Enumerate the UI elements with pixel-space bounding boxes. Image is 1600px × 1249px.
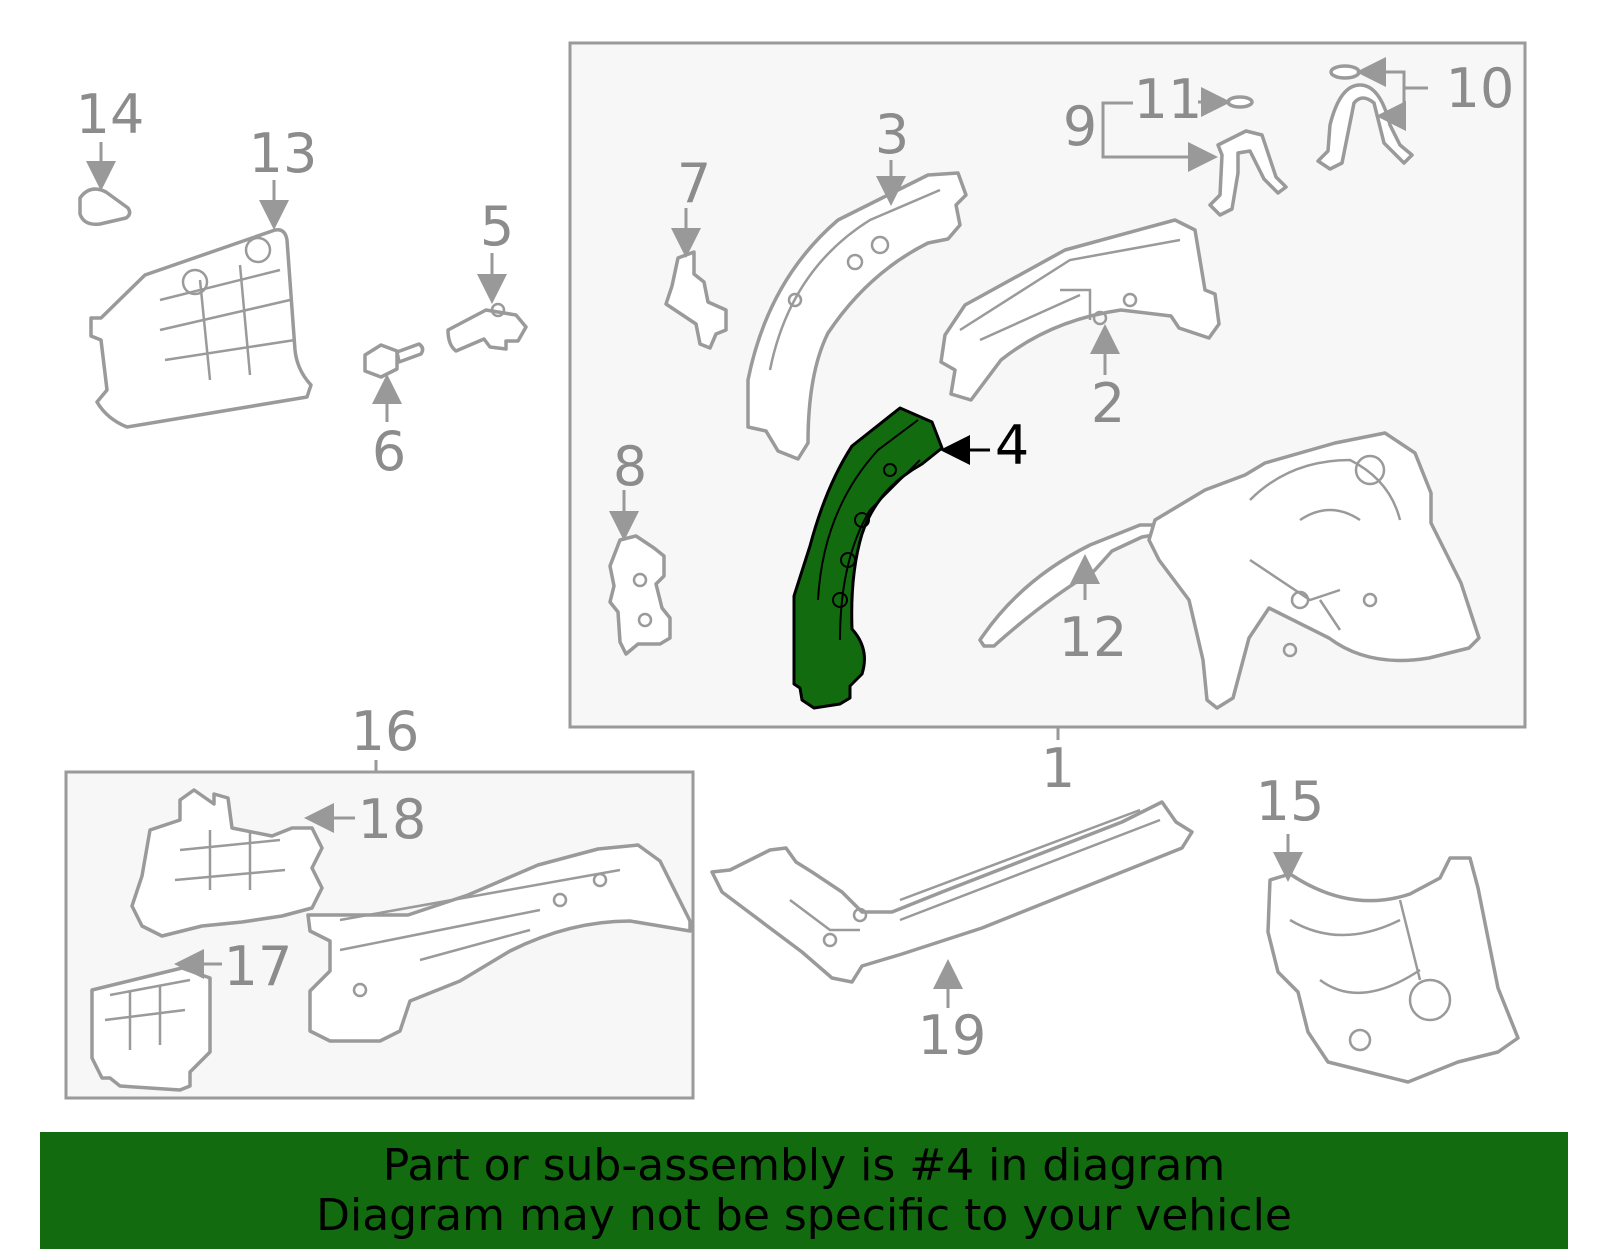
part-4-highlighted	[792, 406, 990, 710]
part-14-clip	[78, 142, 132, 227]
part-18-bracket	[130, 788, 355, 938]
callout-18: 18	[358, 788, 427, 851]
part-6-bolt	[363, 342, 425, 422]
part-8-bracket	[608, 490, 672, 656]
callout-12: 12	[1059, 606, 1128, 669]
part-2-upper-rail	[939, 218, 1221, 402]
part-15-panel	[1266, 834, 1520, 1084]
callout-3: 3	[875, 103, 909, 166]
callout-5: 5	[480, 195, 514, 258]
callout-8: 8	[613, 435, 647, 498]
part-16-member	[306, 843, 692, 1043]
part-19-lower-rail	[710, 800, 1194, 1008]
part-13-panel	[89, 180, 313, 429]
part-5-bracket	[446, 253, 528, 353]
part-3-reinforcement	[746, 160, 968, 461]
callout-1: 1	[1041, 737, 1075, 800]
callout-6: 6	[372, 420, 406, 483]
callout-7: 7	[677, 152, 711, 215]
callout-16: 16	[351, 700, 420, 763]
part-9-11-clamps	[1101, 87, 1288, 217]
callout-2: 2	[1091, 372, 1125, 435]
callout-10: 10	[1446, 57, 1515, 120]
callout-19: 19	[918, 1004, 987, 1067]
banner-line-2: Diagram may not be specific to your vehi…	[316, 1189, 1292, 1241]
part-10-clamp	[1316, 57, 1428, 171]
part-7-bracket	[664, 208, 728, 350]
callout-9: 9	[1063, 95, 1097, 158]
part-17-box	[90, 949, 222, 1092]
part-1-wheelhouse	[1147, 431, 1481, 710]
callout-17: 17	[224, 935, 293, 998]
callout-13: 13	[249, 122, 318, 185]
callout-15: 15	[1256, 770, 1325, 833]
part-12-strip	[978, 523, 1156, 648]
info-banner: Part or sub-assembly is #4 in diagram Di…	[40, 1132, 1568, 1249]
callout-4: 4	[995, 414, 1029, 477]
banner-line-1: Part or sub-assembly is #4 in diagram	[382, 1139, 1226, 1191]
callout-14: 14	[76, 83, 145, 146]
callout-11: 11	[1134, 68, 1203, 131]
